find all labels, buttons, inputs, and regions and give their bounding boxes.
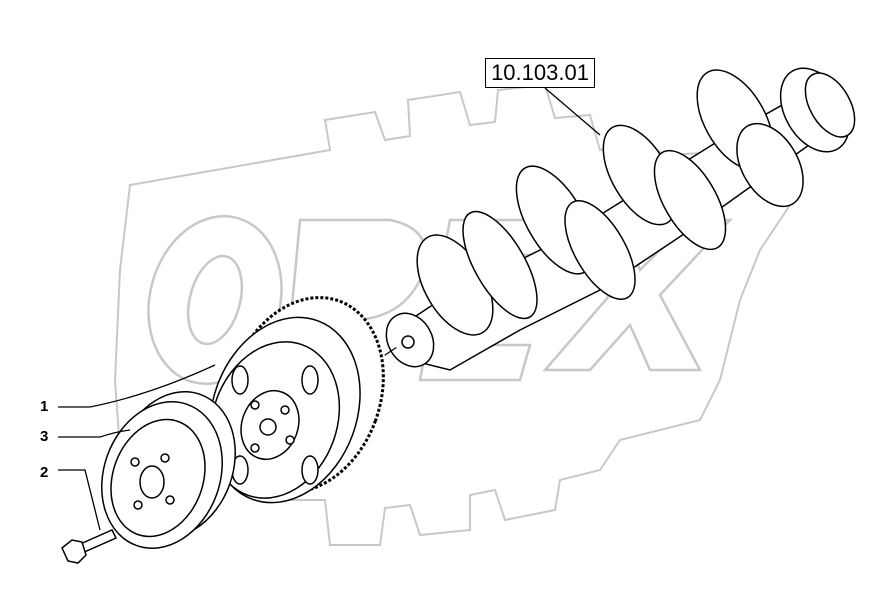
pulley bbox=[209, 296, 385, 504]
callout-3: 3 bbox=[40, 428, 49, 445]
bolt bbox=[61, 529, 118, 564]
reference-code-box: 10.103.01 bbox=[485, 58, 595, 88]
callout-1: 1 bbox=[40, 398, 49, 415]
damper bbox=[101, 391, 236, 549]
crankshaft bbox=[385, 67, 856, 371]
leader-lines bbox=[58, 87, 601, 531]
watermark-gear bbox=[113, 83, 802, 546]
callout-2: 2 bbox=[40, 464, 49, 481]
